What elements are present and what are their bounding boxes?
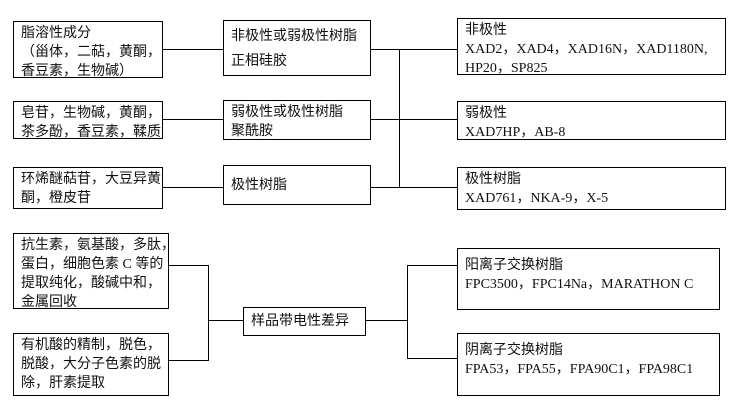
box-text-line: XAD7HP，AB-8 [465,125,566,140]
bus-top-right-vertical [399,49,400,188]
box-sample-charge-difference: 样品带电性差异 [243,307,366,336]
box-text-line: 香豆素，生物碱） [21,64,133,79]
box-iridoid-glycosides: 环烯醚萜苷，大豆异黄 酮，橙皮苷 [13,167,163,209]
box-text-line: 样品带电性差异 [251,314,349,329]
box-text-line: 茶多酚，香豆素，鞣质 [21,125,161,140]
box-text-line: FPA53，FPA55，FPA90C1，FPA98C1 [465,362,694,377]
connector-nonpolar-resin-to-list [371,49,457,50]
box-text-line: 阳离子交换树脂 [465,258,563,273]
bus-bottom-left-vertical [208,265,209,361]
box-nonpolar-resins-list: 非极性 XAD2，XAD4，XAD16N，XAD1180N, HP20，SP82… [457,18,726,76]
connector-saponins-to-weak-resin [163,119,223,120]
connector-antibiotics-stub [169,265,209,266]
box-anion-exchange-resins: 阴离子交换树脂 FPA53，FPA55，FPA90C1，FPA98C1 [457,333,720,396]
box-text-line: 聚酰胺 [231,124,273,139]
box-organic-acid-refining: 有机酸的精制，脱色， 脱酸，大分子色素的脱 除，肝素提取 [13,333,169,396]
box-cation-exchange-resins: 阳离子交换树脂 FPC3500，FPC14Na，MARATHON C [457,248,720,310]
connector-bus-to-anion-box [408,358,457,359]
box-text-line: 环烯醚萜苷，大豆异黄 [21,172,161,187]
box-text-line: 正相硅胶 [231,54,287,69]
box-text-line: 除，肝素提取 [21,376,105,391]
connector-organic-acids-stub [169,360,209,361]
connector-iridoid-to-polar-resin [163,187,223,188]
box-text-line: FPC3500，FPC14Na，MARATHON C [465,277,694,292]
box-weak-polar-resins-list: 弱极性 XAD7HP，AB-8 [457,101,726,140]
box-text-line: 抗生素，氨基酸，多肽， [21,238,175,253]
connector-bus-to-charge-box [209,320,243,321]
box-text-line: 非极性或弱极性树脂 [231,29,357,44]
connector-lipid-to-nonpolar-resin [163,49,223,50]
box-text-line: （甾体，二萜，黄酮， [21,45,161,60]
box-text-line: 非极性 [465,23,507,38]
box-antibiotics-purification: 抗生素，氨基酸，多肽， 蛋白，细胞色素 C 等的 提取纯化，酸碱中和， 金属回收 [13,233,175,310]
box-text-line: 蛋白，细胞色素 C 等的 [21,257,164,272]
connector-polar-resin-to-list [371,187,457,188]
bus-bottom-right-vertical [407,265,408,359]
box-text-line: 阴离子交换树脂 [465,343,563,358]
box-text-line: 极性树脂 [231,177,287,193]
box-text-line: 极性树脂 [465,172,521,187]
connector-charge-box-to-bus [366,320,407,321]
connector-bus-to-cation-box [408,265,457,266]
box-text-line: 皂苷，生物碱，黄酮， [21,106,161,121]
box-text-line: 酮，橙皮苷 [21,191,91,206]
box-text-line: 弱极性 [465,106,507,121]
box-text-line: 提取纯化，酸碱中和， [21,276,161,291]
box-polar-resins-list: 极性树脂 XAD761，NKA-9，X-5 [457,167,726,210]
box-polar-resin: 极性树脂 [223,165,371,205]
box-text-line: 金属回收 [21,295,77,310]
box-text-line: 脂溶性成分 [21,26,91,41]
box-text-line: HP20，SP825 [465,61,548,76]
box-nonpolar-or-weak-resin: 非极性或弱极性树脂 正相硅胶 [223,20,371,76]
box-text-line: 弱极性或极性树脂 [231,105,343,120]
connector-weak-resin-to-list [371,119,457,120]
box-text-line: XAD761，NKA-9，X-5 [465,191,609,206]
box-saponins: 皂苷，生物碱，黄酮， 茶多酚，香豆素，鞣质 [13,101,163,140]
box-lipid-soluble: 脂溶性成分 （甾体，二萜，黄酮， 香豆素，生物碱） [13,21,163,79]
box-text-line: XAD2，XAD4，XAD16N，XAD1180N, [465,42,708,57]
box-text-line: 有机酸的精制，脱色， [21,338,161,353]
box-weak-or-polar-resin: 弱极性或极性树脂 聚酰胺 [223,100,371,140]
box-text-line: 脱酸，大分子色素的脱 [21,357,161,372]
